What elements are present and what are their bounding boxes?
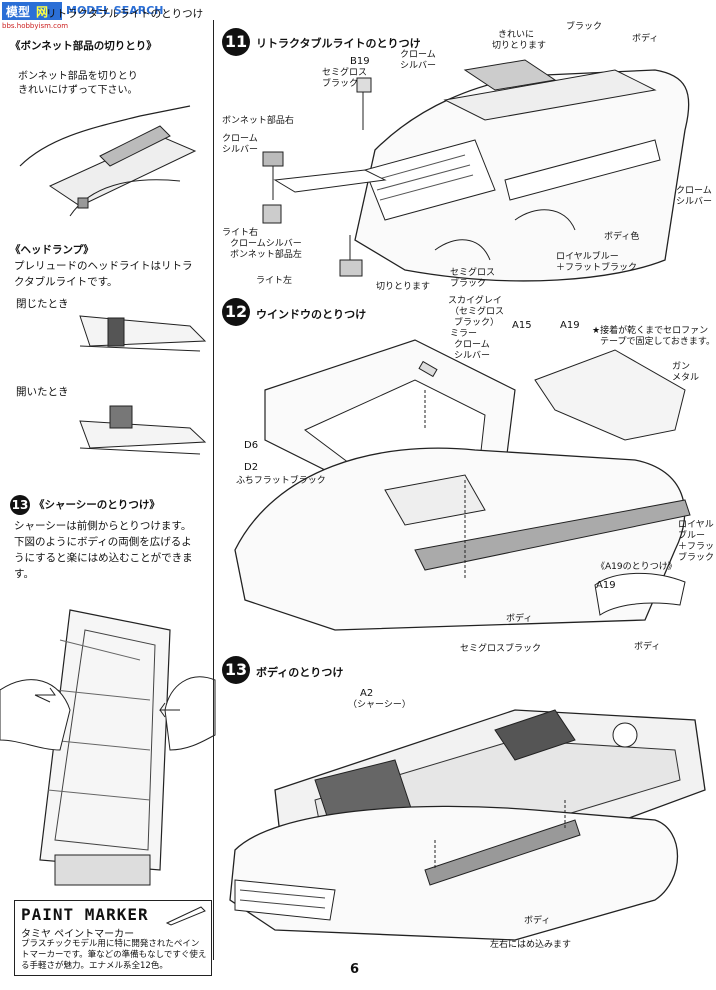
step-12-diagram xyxy=(234,339,691,631)
label-gunmetal-1: ガン xyxy=(672,362,691,372)
chassis-fit-illustration xyxy=(0,609,216,886)
label-both-sides: 左右にはめ込みます xyxy=(490,940,572,950)
label-chrome-2: シルバー xyxy=(400,61,437,71)
step-13-text-3: うにすると楽にはめ込むことができま xyxy=(14,552,193,564)
label-chrome-inline: クロームシルバー xyxy=(230,239,302,249)
label-body-color: ボディ色 xyxy=(604,232,640,242)
label-semigloss-2: ブラック xyxy=(322,79,359,89)
label-semigloss3-2: ブラック xyxy=(450,279,487,289)
label-royal-blue-2: ＋フラットブラック xyxy=(556,263,638,273)
label-royal-1: ロイヤル xyxy=(678,520,714,530)
step-13-text-1: シャーシーは前側からとりつけます。 xyxy=(14,520,192,532)
label-a19-b: A19 xyxy=(596,580,616,591)
label-royal-blue-1: ロイヤルブルー xyxy=(556,252,619,262)
label-a19: A19 xyxy=(560,320,580,331)
label-chassis: （シャーシー） xyxy=(348,700,411,710)
label-body-b: ボディ xyxy=(634,642,661,652)
headlamp-heading: 《ヘッドランプ》 xyxy=(10,244,94,256)
label-semigloss-black: セミグロスブラック xyxy=(460,644,542,654)
open-label: 開いたとき xyxy=(16,386,69,398)
step-12-title: ウインドウのとりつけ xyxy=(256,308,367,321)
label-body-13: ボディ xyxy=(524,916,551,926)
label-chrome-1: クローム xyxy=(400,50,436,60)
label-chrome3-1: クローム xyxy=(676,186,712,196)
page-number: 6 xyxy=(350,962,360,977)
step-11-diagram xyxy=(262,59,690,282)
step-12-badge: 12 xyxy=(222,298,250,326)
label-semigloss3-1: セミグロス xyxy=(450,268,496,278)
label-d6: D6 xyxy=(244,440,259,451)
step-13-title: 《シャーシーのとりつけ》 xyxy=(34,499,160,511)
label-mirror-1: ミラー xyxy=(450,329,478,339)
label-body: ボディ xyxy=(632,34,659,44)
watermark-sub: bbs.hobbyism.com xyxy=(2,22,69,30)
step-11-title: リトラクタブルライトのとりつけ xyxy=(256,37,421,50)
cut-heading: 《ボンネット部品の切りとり》 xyxy=(10,40,157,52)
closed-label: 閉じたとき xyxy=(16,298,69,310)
step-13b-badge: 13 xyxy=(222,656,250,684)
watermark: 模型 网 MODEL SEARCH bbs.hobbyism.com xyxy=(2,0,163,30)
label-cut-off: 切りとります xyxy=(376,282,431,292)
bonnet-cut-illustration xyxy=(19,105,197,217)
paint-marker-body: プラスチックモデル用に特に開発されたペイントマーカーです。筆などの準備もなしです… xyxy=(21,939,207,971)
step-13-text-2: 下図のようにボディの両側を広げるよ xyxy=(14,536,192,548)
label-royal-3: ＋フラット xyxy=(678,542,716,552)
label-royal-2: ブルー xyxy=(678,531,706,541)
label-b19: B19 xyxy=(350,56,370,67)
intro-line: リトラクタブルライトのとりつけ xyxy=(46,8,204,20)
headlight-open-illustration xyxy=(79,405,207,455)
label-royal-4: ブラック xyxy=(678,553,715,563)
label-d2: D2 xyxy=(244,462,259,473)
label-mirror-2: クローム xyxy=(454,340,490,350)
label-a2: A2 xyxy=(360,688,374,699)
watermark-text: MODEL SEARCH xyxy=(66,4,164,17)
label-mirror-3: シルバー xyxy=(454,351,491,361)
label-semigloss-1: セミグロス xyxy=(322,68,368,78)
label-tape-note-2: テープで固定しておきます。 xyxy=(600,337,716,347)
label-tape-note-1: ★接着が乾くまでセロファン xyxy=(592,326,709,336)
label-chrome3-2: シルバー xyxy=(676,197,713,207)
paint-marker-pen-icon xyxy=(165,906,206,926)
paint-marker-subtitle: タミヤ ペイントマーカー xyxy=(21,929,135,940)
label-bonnet-left: ボンネット部品左 xyxy=(230,250,302,260)
label-chrome2-1: クローム xyxy=(222,134,258,144)
label-sky-grey-3: ブラック） xyxy=(454,318,500,328)
cut-note-1: ボンネット部品を切りとり xyxy=(18,71,138,82)
label-sky-grey-2: （セミグロス xyxy=(450,307,505,317)
label-frame-black: ふちフラットブラック xyxy=(236,476,326,486)
headlamp-text-1: プレリュードのヘッドライトはリトラ xyxy=(14,260,193,272)
step-13b-title: ボディのとりつけ xyxy=(256,666,344,679)
label-chrome2-2: シルバー xyxy=(222,145,259,155)
headlight-closed-illustration xyxy=(79,315,207,352)
label-clean-cut-1: きれいに xyxy=(498,30,535,40)
svg-text:网: 网 xyxy=(36,5,48,19)
label-light-right: ライト右 xyxy=(222,228,259,238)
label-sky-grey-1: スカイグレイ xyxy=(448,296,502,306)
step-13-text-4: す。 xyxy=(14,568,34,580)
headlamp-text-2: クタブルライトです。 xyxy=(14,276,118,288)
label-clean-cut-2: 切りとります xyxy=(492,41,547,51)
watermark-logo-icon: 模型 网 xyxy=(2,2,62,20)
label-a19-mount: 《A19のとりつけ》 xyxy=(596,562,677,572)
step-13-diagram xyxy=(229,709,706,941)
step-11-badge: 11 xyxy=(222,28,250,56)
cut-note-2: きれいにけずって下さい。 xyxy=(18,85,138,96)
label-bonnet-right: ボンネット部品右 xyxy=(222,116,294,126)
paint-marker-title: PAINT MARKER xyxy=(21,905,149,924)
paint-marker-box: PAINT MARKER タミヤ ペイントマーカー プラスチックモデル用に特に開… xyxy=(14,900,212,976)
label-gunmetal-2: メタル xyxy=(672,373,700,383)
column-divider xyxy=(213,20,214,960)
label-a15: A15 xyxy=(512,320,532,331)
svg-text:模型: 模型 xyxy=(6,4,30,19)
step-13-badge: 13 xyxy=(10,495,30,515)
label-black: ブラック xyxy=(566,22,603,32)
label-light-left: ライト左 xyxy=(256,276,293,286)
label-body-a: ボディ xyxy=(506,614,533,624)
